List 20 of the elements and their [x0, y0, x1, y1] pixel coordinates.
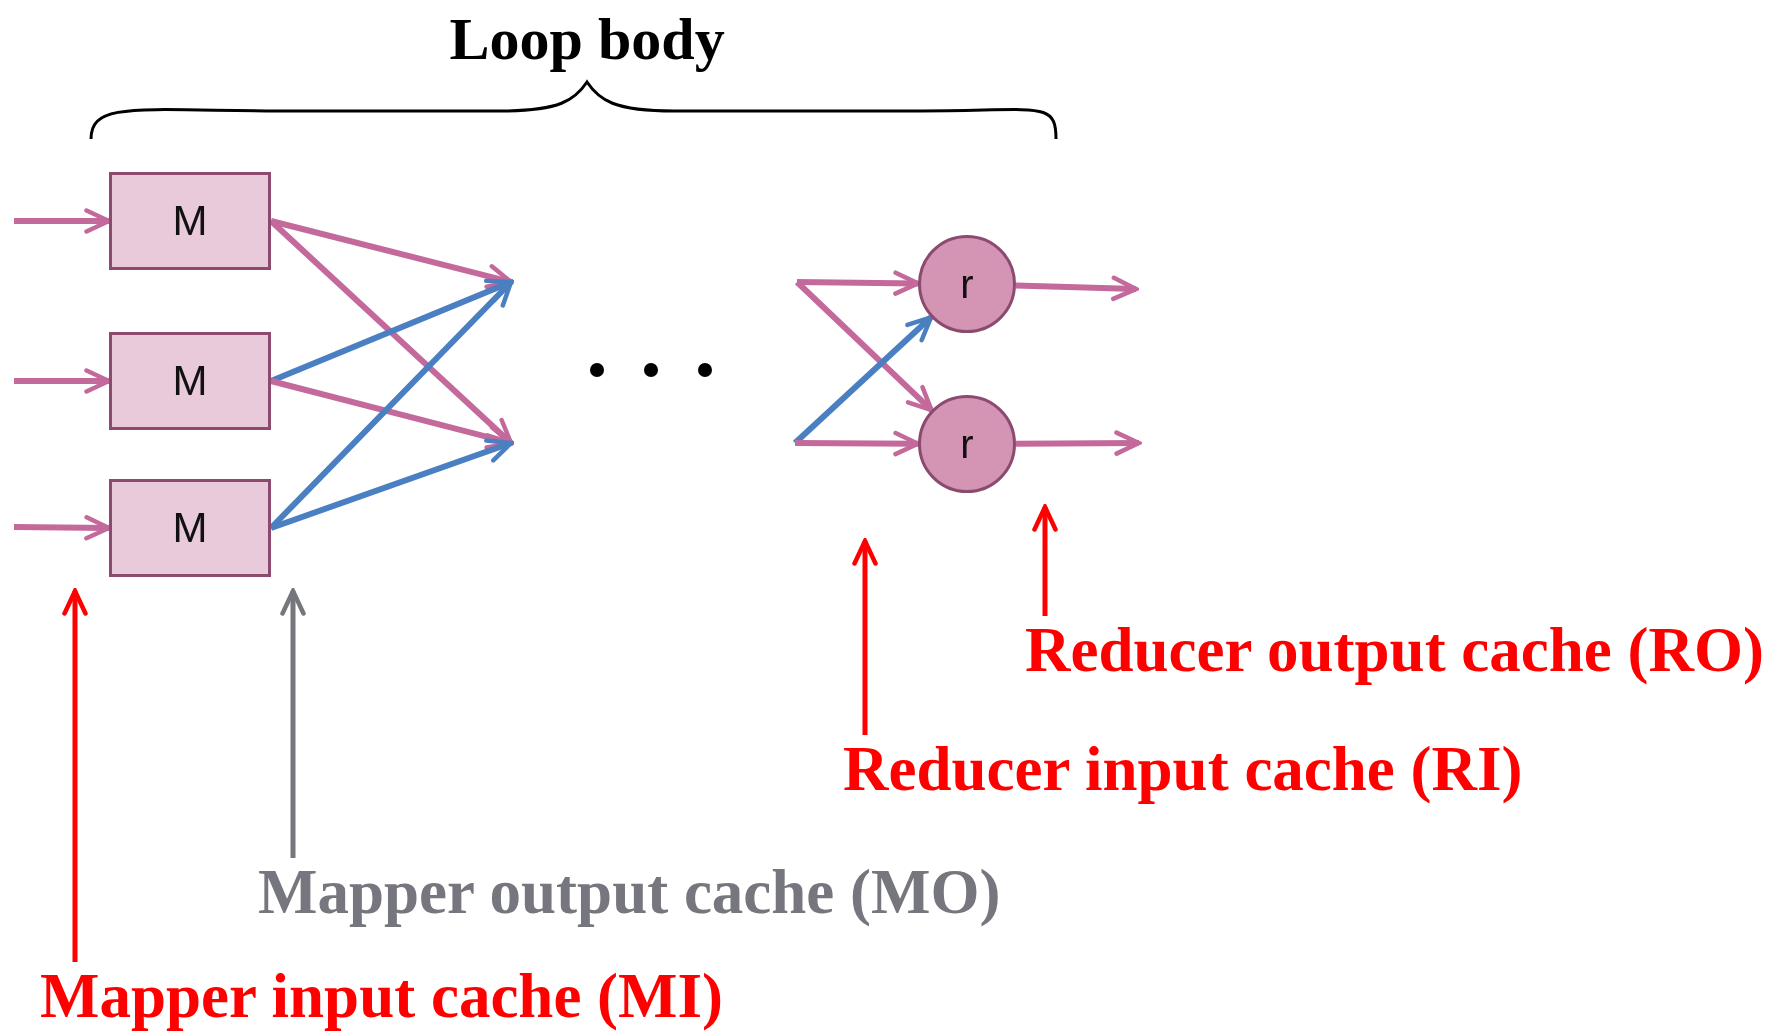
arrow — [1015, 275, 1139, 302]
caption-text: Reducer input cache (RI) — [843, 735, 1523, 805]
leader-line — [280, 588, 306, 858]
reducer-circle: r — [918, 395, 1016, 493]
mapper-box: M — [109, 332, 271, 430]
arrow — [270, 438, 514, 531]
mapper-box: M — [109, 172, 271, 270]
leader-line — [852, 538, 878, 735]
arrow — [270, 218, 514, 289]
diagram-title: Loop body — [449, 6, 725, 72]
arrow — [794, 279, 934, 413]
arrow — [270, 378, 514, 450]
caption-text: Mapper input cache (MI) — [40, 962, 724, 1031]
arrow — [1015, 430, 1142, 456]
caption-text: Mapper output cache (MO) — [258, 858, 1001, 928]
leader-line — [1032, 504, 1058, 616]
mapper-box: M — [109, 479, 271, 577]
leader-line — [62, 588, 88, 962]
caption-text: Reducer output cache (RO) — [1025, 616, 1764, 686]
reducer-circle: r — [918, 235, 1016, 333]
